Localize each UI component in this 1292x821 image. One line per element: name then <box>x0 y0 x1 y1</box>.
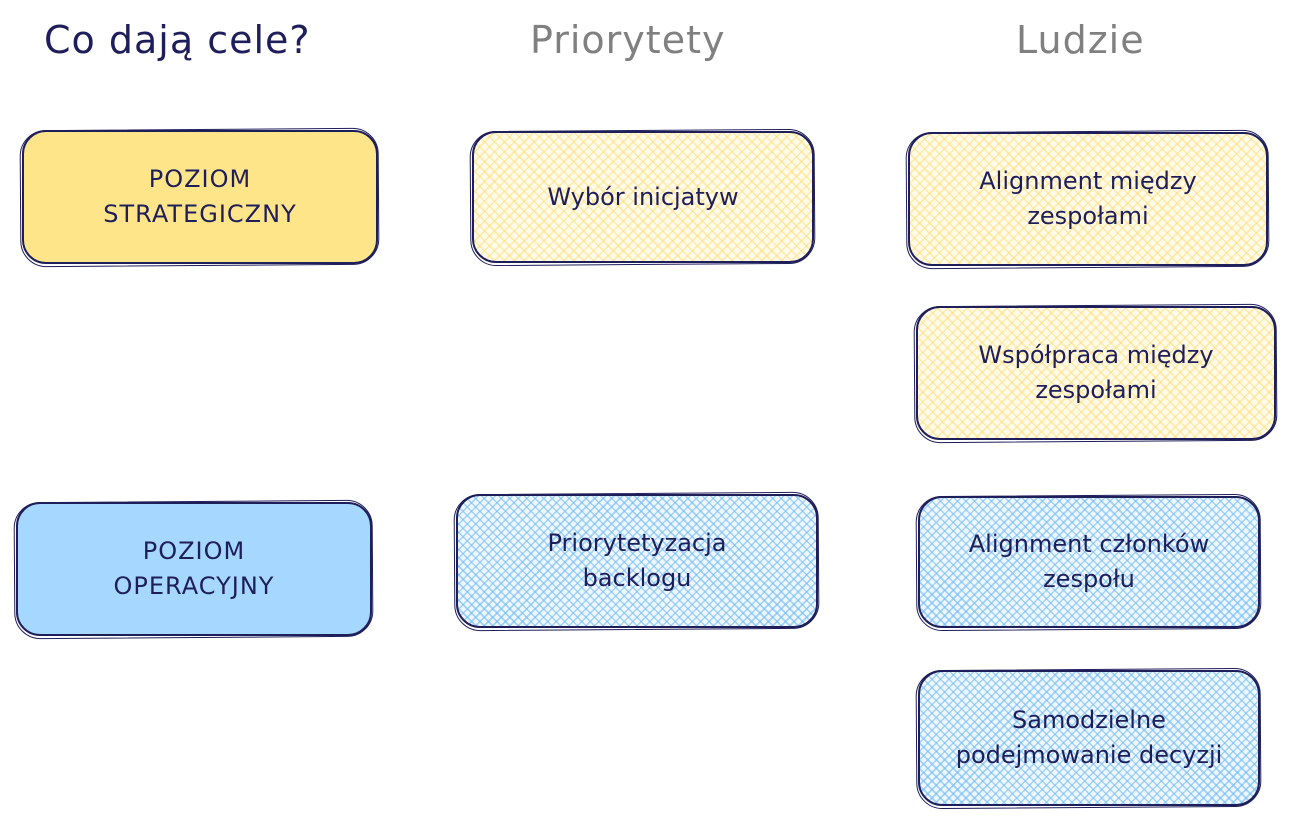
title-co-daja-cele: Co dają cele? <box>44 18 311 62</box>
column-header-priorytety: Priorytety <box>530 18 726 62</box>
card-wybor-inicjatyw: Wybór inicjatyw <box>472 131 814 263</box>
column-header-ludzie: Ludzie <box>1016 18 1145 62</box>
card-wybor-inicjatyw-label: Wybór inicjatyw <box>547 182 739 211</box>
